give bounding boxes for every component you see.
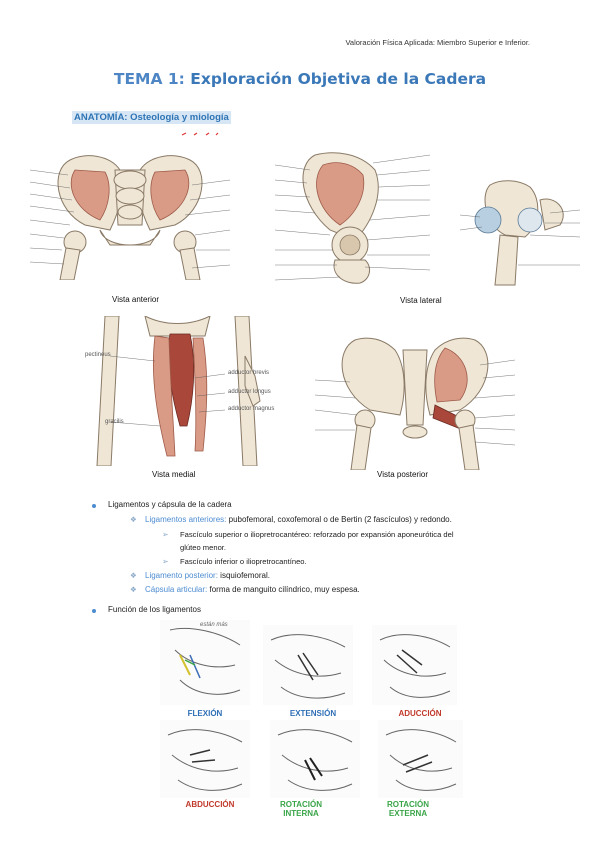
section-heading: ANATOMÍA: Osteología y miología bbox=[72, 111, 231, 124]
sup-fasc-line2: glúteo menor. bbox=[180, 543, 227, 552]
ligament-posterior-label: Ligamento posterior: bbox=[145, 571, 218, 580]
sketch-flexion bbox=[160, 620, 250, 705]
diamond-bullet-icon: ❖ bbox=[130, 585, 137, 594]
sketch-note: están más bbox=[200, 622, 228, 628]
sketch-internal-rotation bbox=[270, 720, 360, 798]
ligament-posterior-text: isquiofemoral. bbox=[220, 571, 270, 580]
inf-fasc-line: Fascículo inferior o iliopretrocantíneo. bbox=[180, 557, 307, 566]
caption-lateral: Vista lateral bbox=[400, 296, 442, 305]
sketch-abduction bbox=[160, 720, 250, 798]
function-heading: Función de los ligamentos bbox=[108, 605, 201, 614]
caption-medial: Vista medial bbox=[152, 470, 196, 479]
label-adductor-longus: adductor longus bbox=[228, 389, 271, 395]
external-rotation-line2: EXTERNA bbox=[388, 809, 428, 818]
ligaments-anterior-label: Ligamentos anteriores: bbox=[145, 515, 227, 524]
arrow-bullet-icon: ➢ bbox=[162, 557, 169, 566]
pelvis-posterior-figure bbox=[314, 320, 516, 471]
sketch-extension bbox=[263, 625, 353, 705]
movement-abduction-label: ABDUCCIÓN bbox=[185, 800, 235, 809]
external-rotation-line1: ROTACIÓN bbox=[386, 800, 430, 809]
caption-anterior: Vista anterior bbox=[112, 295, 159, 304]
diamond-bullet-icon: ❖ bbox=[130, 515, 137, 524]
diamond-bullet-icon: ❖ bbox=[130, 571, 137, 580]
movement-extension-label: EXTENSIÓN bbox=[289, 709, 337, 718]
ligaments-anterior-text: pubofemoral, coxofemoral o de Bertin (2 … bbox=[228, 515, 452, 524]
adductors-medial-figure bbox=[85, 315, 270, 467]
sketch-adduction bbox=[372, 625, 457, 705]
title-text: Exploración Objetiva de la Cadera bbox=[190, 70, 487, 88]
capsule-text: forma de manguito cilíndrico, muy espesa… bbox=[209, 585, 360, 594]
pelvis-lateral-figure bbox=[255, 135, 450, 290]
red-scribble-decoration bbox=[180, 124, 220, 136]
sketch-external-rotation bbox=[378, 720, 463, 798]
sup-fasc-line1: Fascículo superior o iliopretrocantéreo:… bbox=[180, 530, 454, 539]
hip-joint-figure bbox=[459, 175, 581, 290]
pelvis-anterior-figure bbox=[29, 130, 231, 281]
movement-flexion-label: FLEXIÓN bbox=[187, 709, 223, 718]
label-adductor-magnus: adductor magnus bbox=[228, 406, 275, 412]
capsule-label: Cápsula articular: bbox=[145, 585, 208, 594]
ligaments-anterior-line: Ligamentos anteriores: pubofemoral, coxo… bbox=[145, 515, 452, 524]
movement-external-rotation-label: ROTACIÓN EXTERNA bbox=[383, 800, 433, 818]
arrow-bullet-icon: ➢ bbox=[162, 530, 169, 539]
movement-adduction-label: ADUCCIÓN bbox=[398, 709, 442, 718]
ligament-posterior-line: Ligamento posterior: isquiofemoral. bbox=[145, 571, 270, 580]
label-gracilis: gracilis bbox=[105, 419, 124, 425]
header-note: Valoración Física Aplicada: Miembro Supe… bbox=[345, 38, 530, 47]
bullet-function bbox=[92, 609, 96, 613]
bullet-ligaments bbox=[92, 504, 96, 508]
internal-rotation-line1: ROTACIÓN bbox=[279, 800, 323, 809]
page-title: TEMA 1: Exploración Objetiva de la Cader… bbox=[0, 70, 600, 88]
label-adductor-brevis: adductor brevis bbox=[228, 370, 270, 376]
title-number: TEMA 1: bbox=[113, 70, 185, 88]
internal-rotation-line2: INTERNA bbox=[283, 809, 319, 818]
label-pectineus: pectineus bbox=[85, 352, 111, 358]
capsule-line: Cápsula articular: forma de manguito cil… bbox=[145, 585, 360, 594]
movement-internal-rotation-label: ROTACIÓN INTERNA bbox=[276, 800, 326, 818]
ligaments-heading: Ligamentos y cápsula de la cadera bbox=[108, 500, 232, 509]
caption-posterior: Vista posterior bbox=[377, 470, 428, 479]
